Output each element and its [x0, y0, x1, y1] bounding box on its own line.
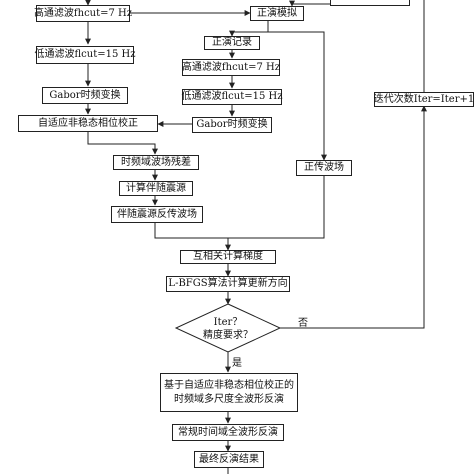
decision-text-line2: 精度要求？: [203, 330, 253, 341]
lowpass-filter-observed: 低通滤波flcut=15 Hz: [34, 46, 136, 64]
adaptive-phase-correction-label: 自适应非稳态相位校正: [38, 117, 138, 129]
lowpass-filter-observed-label: 低通滤波flcut=15 Hz: [34, 49, 136, 60]
forward-record-label: 正演记录: [212, 37, 252, 48]
compute-adjoint-source: 计算伴随震源: [119, 181, 193, 196]
lbfgs-update-direction: L-BFGS算法计算更新方向: [166, 276, 290, 292]
lbfgs-update-direction-label: L-BFGS算法计算更新方向: [168, 278, 288, 289]
adjoint-backpropagation-label: 伴随震源反传波场: [117, 208, 197, 220]
conventional-fwi-label: 常规时间域全波形反演: [178, 426, 278, 438]
forward-modeling-label: 正演模拟: [257, 7, 297, 19]
highpass-filter-observed-label: 高通滤波fhcut=7 Hz: [33, 7, 133, 19]
lowpass-filter-synthetic-label: 低通滤波flcut=15 Hz: [181, 91, 283, 102]
gabor-transform-synthetic-label: Gabor时频变换: [196, 119, 268, 130]
iteration-update-label: 迭代次数Iter=Iter+1: [373, 93, 474, 105]
edge-decision-no: [280, 105, 427, 329]
edge-top-right-forward: [289, 0, 330, 7]
iteration-update: 迭代次数Iter=Iter+1: [374, 92, 474, 107]
adjoint-backpropagation: 伴随震源反传波场: [111, 206, 203, 223]
forward-wavefield-label: 正传波场: [304, 162, 344, 173]
forward-record: 正演记录: [204, 36, 260, 50]
forward-modeling: 正演模拟: [250, 6, 304, 21]
edge-adaptive-residual: [87, 132, 158, 155]
highpass-filter-synthetic: 高通滤波fhcut=7 Hz: [182, 59, 280, 76]
edge-fwdfield-gradient: [228, 176, 325, 239]
conventional-fwi: 常规时间域全波形反演: [172, 424, 284, 441]
highpass-filter-synthetic-label: 高通滤波fhcut=7 Hz: [181, 61, 281, 73]
edge-forward-split: [229, 21, 269, 37]
final-inversion-result-label: 最终反演结果: [199, 453, 259, 465]
gabor-transform-observed: Gabor时频变换: [42, 87, 128, 104]
tf-wavefield-residual: 时频域波场残差: [113, 155, 199, 170]
cross-correlation-gradient: 互相关计算梯度: [180, 250, 276, 264]
decision-text: Iter？ 精度要求？: [193, 316, 263, 342]
forward-wavefield: 正传波场: [296, 160, 352, 176]
edge-adjfield-gradient: [154, 223, 231, 251]
adaptive-phase-correction: 自适应非稳态相位校正: [18, 115, 158, 132]
edge-label-yes: 是: [232, 358, 242, 369]
decision-diamond: [174, 303, 282, 353]
edge-label-no: 否: [298, 318, 308, 329]
decision-text-line1: Iter？: [213, 317, 243, 328]
top-right-partial-box: [330, 0, 410, 6]
multiscale-fwi: 基于自适应非稳态相位校正的时频域多尺度全波形反演: [160, 373, 298, 412]
multiscale-fwi-label: 基于自适应非稳态相位校正的时频域多尺度全波形反演: [164, 379, 294, 405]
compute-adjoint-source-label: 计算伴随震源: [126, 182, 186, 194]
gabor-transform-observed-label: Gabor时频变换: [49, 89, 121, 101]
cross-correlation-gradient-label: 互相关计算梯度: [193, 251, 263, 262]
highpass-filter-observed: 高通滤波fhcut=7 Hz: [33, 5, 133, 22]
final-inversion-result: 最终反演结果: [194, 451, 264, 468]
edge-split-fwdfield: [268, 31, 327, 161]
lowpass-filter-synthetic: 低通滤波flcut=15 Hz: [181, 89, 283, 105]
tf-wavefield-residual-label: 时频域波场残差: [121, 156, 191, 168]
gabor-transform-synthetic: Gabor时频变换: [192, 117, 272, 133]
